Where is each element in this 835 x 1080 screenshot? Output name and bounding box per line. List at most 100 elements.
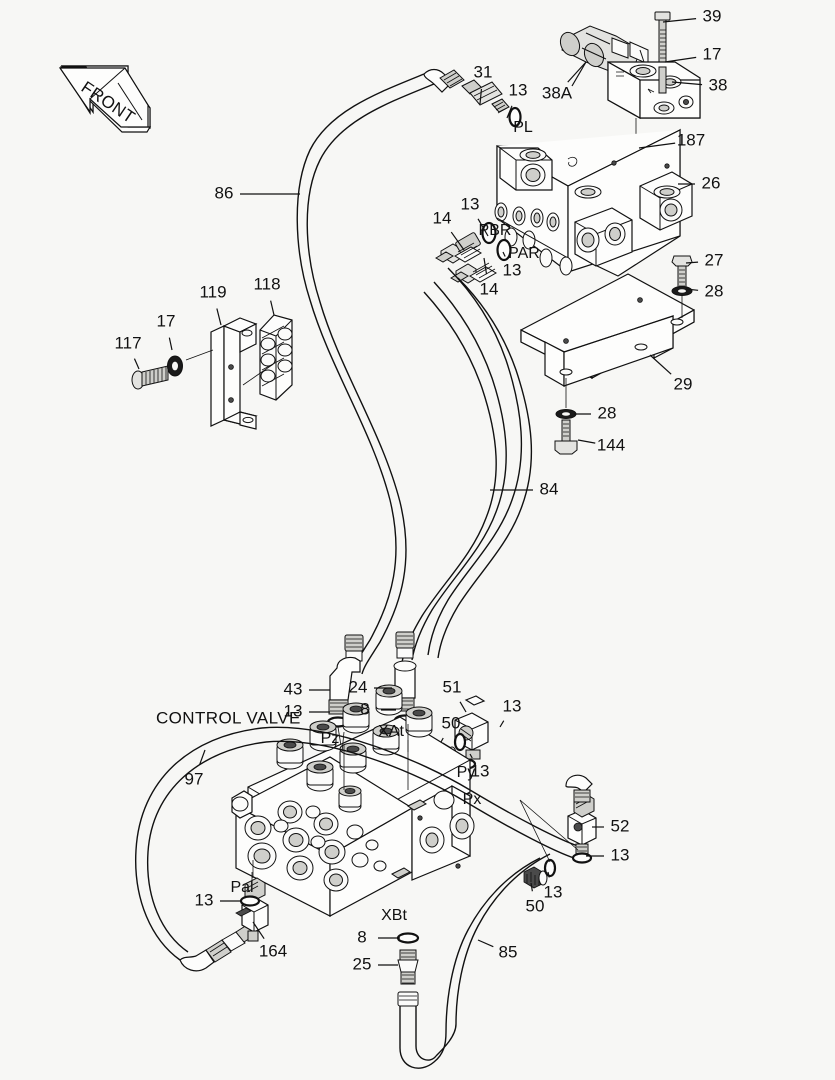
callout-leader: [685, 288, 699, 291]
callout-number: 28: [705, 281, 724, 300]
callout-number: 38A: [542, 83, 573, 102]
oring-13-par: [496, 238, 512, 262]
port-label-px: Px: [463, 791, 482, 808]
callout-number: 13: [509, 80, 528, 99]
callout-number: 28: [598, 403, 617, 422]
port-label-pl: PL: [513, 119, 533, 136]
callout-number: 17: [157, 311, 176, 330]
port-label-par: PAR: [508, 245, 540, 262]
callout-leader: [499, 720, 505, 728]
callout-13: 13: [284, 701, 330, 720]
callout-number: 144: [597, 435, 625, 454]
callout-number: 51: [443, 677, 462, 696]
callout-38A: 38A: [542, 61, 587, 102]
callout-97: 97: [185, 749, 206, 788]
callout-leader: [483, 257, 488, 275]
oring-13-pal: [239, 895, 261, 907]
callout-144: 144: [577, 435, 625, 454]
callout-28: 28: [685, 281, 724, 300]
port-label-xat: XAt: [378, 723, 404, 740]
callout-number: 13: [195, 890, 214, 909]
callout-number: 38: [709, 75, 728, 94]
fitting-14-lower: [450, 262, 497, 284]
callout-number: 118: [253, 274, 280, 293]
callout-13: 13: [544, 871, 563, 901]
callout-leader: [664, 56, 697, 63]
callout-leader: [477, 939, 494, 948]
callout-27: 27: [685, 250, 723, 269]
callout-number: 50: [526, 896, 545, 915]
callout-13: 13: [502, 251, 522, 279]
callout-39: 39: [662, 6, 722, 25]
callout-31: 31: [474, 62, 493, 105]
callout-leader: [479, 88, 483, 105]
callout-13: 13: [499, 696, 521, 728]
hose-85: [397, 853, 551, 1069]
plug-50-right: [523, 866, 548, 889]
hose-clamp-118: [259, 314, 293, 401]
callout-number: 52: [611, 816, 630, 835]
callout-number: 43: [284, 679, 303, 698]
oring-13-pl: [508, 106, 522, 128]
callout-number: 13: [461, 194, 480, 213]
callout-leader: [459, 701, 467, 713]
callout-13: 13: [586, 845, 629, 864]
callout-number: 26: [702, 173, 721, 192]
callout-leader: [198, 749, 206, 766]
callout-8: 8: [357, 927, 400, 946]
callout-number: 14: [433, 208, 452, 227]
callout-84: 84: [490, 479, 558, 498]
callout-leader: [252, 921, 265, 940]
solenoid-38A: [559, 25, 649, 73]
port-label-pz: Pz: [321, 730, 340, 747]
callout-number: 14: [480, 279, 499, 298]
port-label-pbr: PBR: [479, 222, 512, 239]
fitting-52: [567, 793, 597, 857]
callout-24: 24: [349, 677, 392, 696]
washer-28-right: [671, 286, 693, 296]
callout-leader: [506, 105, 513, 119]
callout-25: 25: [353, 954, 398, 973]
section-title-control-valve: CONTROL VALVE: [156, 708, 301, 727]
manifold-block-26: [494, 128, 693, 277]
callout-51: 51: [443, 677, 467, 713]
callout-leader: [469, 753, 473, 759]
callout-leader: [567, 61, 587, 83]
callout-50: 50: [440, 713, 461, 743]
callout-number: 50: [442, 713, 461, 732]
port-label-pal: Pal: [230, 879, 253, 896]
callout-number: 164: [259, 941, 287, 960]
callout-number: 39: [703, 6, 722, 25]
callout-leader: [168, 337, 173, 351]
oring-8-xbt: [396, 932, 420, 944]
callout-52: 52: [592, 816, 629, 835]
callout-leader: [477, 218, 489, 237]
hose-elbow-52-top: [565, 774, 593, 803]
callout-number: 13: [503, 260, 522, 279]
oring-13-52: [571, 852, 593, 864]
hose-97: [135, 726, 579, 972]
callout-number: 29: [674, 374, 693, 393]
section-title-layer: CONTROL VALVE: [156, 708, 301, 727]
callout-leader: [577, 439, 596, 444]
callout-50: 50: [526, 882, 545, 915]
callout-leader: [671, 81, 703, 86]
front-arrow-icon: FRONT: [58, 65, 152, 133]
bolt-144: [554, 419, 578, 455]
callout-13: 13: [461, 194, 489, 237]
callout-leader: [662, 18, 697, 23]
callout-13: 13: [469, 753, 489, 780]
control-valve-body: [231, 684, 475, 918]
callout-13: 13: [506, 80, 528, 119]
callout-leader: [649, 354, 672, 375]
callout-17: 17: [157, 311, 176, 351]
callout-117: 117: [114, 333, 142, 370]
callout-187: 187: [638, 130, 705, 149]
callout-118: 118: [253, 274, 281, 316]
callout-number: 117: [114, 333, 141, 352]
callout-number: 13: [544, 882, 563, 901]
washer-28-lower: [555, 409, 577, 419]
callout-number: 31: [474, 62, 493, 81]
